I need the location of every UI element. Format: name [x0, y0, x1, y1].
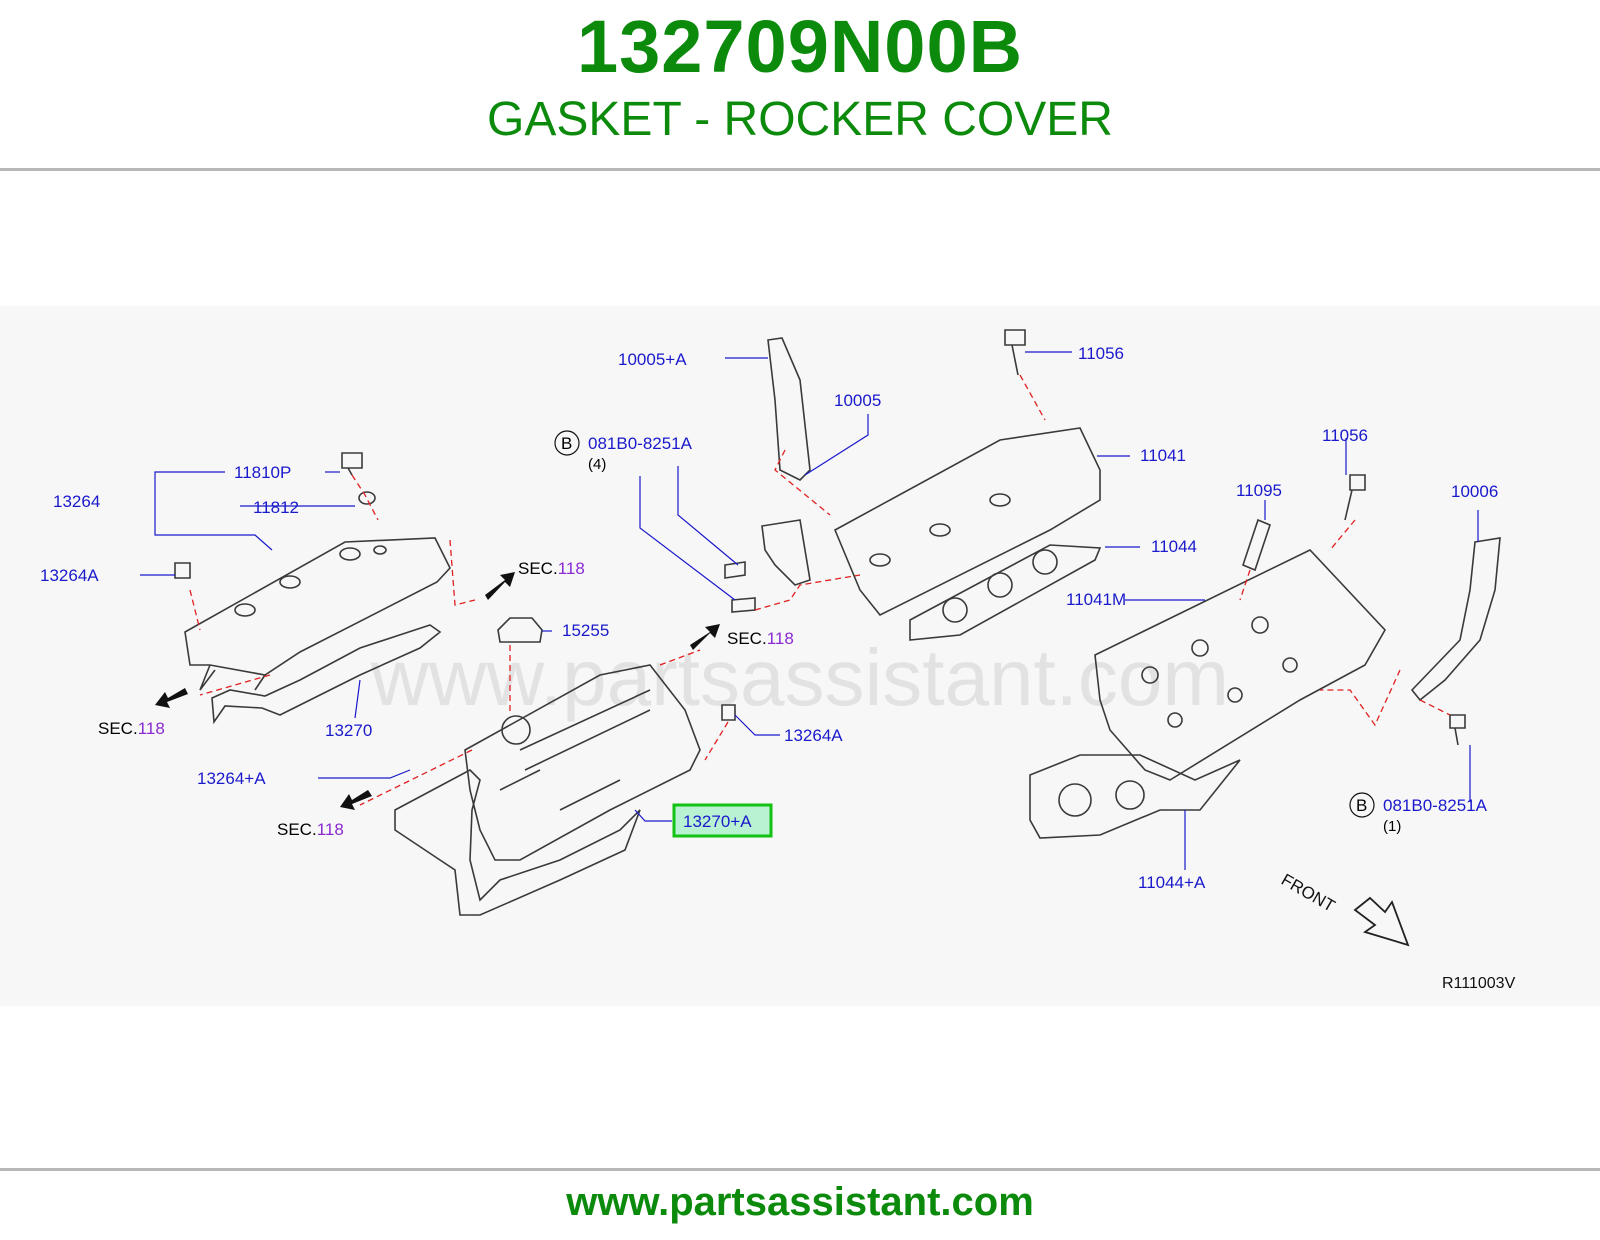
bolt-marker-1: B	[561, 434, 572, 453]
callout-13264: 13264	[53, 492, 100, 511]
part-drawings	[174, 329, 1501, 916]
sec-label-2: SEC.118	[727, 629, 794, 648]
parts-diagram: www.partsassistant.com	[0, 306, 1600, 1006]
part-11810p	[341, 452, 363, 476]
callout-11041: 11041	[1140, 446, 1186, 465]
rocker-cover-left	[184, 537, 451, 691]
oil-cap	[497, 617, 543, 643]
dowel-11095	[1242, 518, 1271, 572]
header-divider	[0, 168, 1600, 171]
part-name: GASKET - ROCKER COVER	[487, 93, 1113, 146]
bolt-11056-top	[1004, 329, 1026, 376]
sec-label-1: SEC.118	[518, 559, 585, 578]
callout-15255: 15255	[562, 621, 609, 640]
bolt-13264a-left	[174, 562, 191, 579]
callout-13270: 13270	[325, 721, 372, 740]
page-header: 132709N00B GASKET - ROCKER COVER	[0, 0, 1600, 168]
callout-13270plusa: 13270+A	[683, 812, 752, 831]
callout-10005a: 10005+A	[618, 350, 687, 369]
callout-qty-1: (1)	[1383, 818, 1401, 835]
figure-code: R111003V	[1442, 975, 1516, 992]
footer-divider	[0, 1168, 1600, 1171]
callout-13264plusa: 13264+A	[197, 769, 266, 788]
callout-11812: 11812	[253, 498, 299, 517]
bolt-marker-circle-2	[1349, 792, 1375, 818]
front-arrow	[1353, 896, 1410, 947]
sec-arrows	[155, 572, 720, 810]
callout-13264a-right: 13264A	[784, 726, 843, 745]
callout-qty-4: (4)	[588, 456, 606, 473]
connector-lines	[189, 374, 1451, 806]
bracket-10005a	[761, 519, 811, 586]
leader-lines	[140, 351, 1479, 870]
callout-11041m: 11041M	[1066, 590, 1126, 609]
bolt-11056-right	[1344, 474, 1366, 521]
callout-11810p: 11810P	[234, 463, 291, 482]
callout-10005: 10005	[834, 391, 881, 410]
svg-text:SEC.118: SEC.118	[98, 719, 165, 738]
bolt-081b0-right	[1449, 714, 1466, 746]
oil-filler-neck	[501, 715, 531, 745]
bolt-13264a-right	[721, 704, 736, 721]
gasket-13270	[211, 624, 442, 725]
part-number: 132709N00B	[576, 5, 1024, 88]
callout-11044: 11044	[1151, 537, 1197, 556]
sec-arrow-4	[340, 790, 372, 810]
part-11812	[358, 491, 376, 505]
cylinder-head-11041m	[1094, 549, 1386, 781]
callout-11056-top: 11056	[1078, 344, 1124, 363]
callout-11056-right: 11056	[1322, 426, 1368, 445]
callout-081b0-8251a-right: 081B0-8251A	[1383, 796, 1488, 815]
callout-11044plusa: 11044+A	[1138, 873, 1206, 892]
diagram-panel	[0, 306, 1600, 1006]
head-gasket-11044a	[1029, 754, 1241, 839]
footer-url[interactable]: www.partsassistant.com	[566, 1180, 1034, 1224]
svg-text:SEC.118: SEC.118	[727, 629, 794, 648]
sec-arrow-3	[155, 688, 188, 708]
svg-text:SEC.118: SEC.118	[518, 559, 585, 578]
cylinder-head-11041	[833, 427, 1101, 617]
bolt-marker-2: B	[1356, 796, 1367, 815]
head-gasket-11044	[909, 544, 1102, 641]
highlight-box	[672, 803, 773, 838]
callout-13264a-left: 13264A	[40, 566, 99, 585]
callout-081b0-8251a-left: 081B0-8251A	[588, 434, 693, 453]
callout-10006: 10006	[1451, 482, 1498, 501]
watermark: www.partsassistant.com	[370, 633, 1229, 722]
gasket-13270a	[394, 769, 641, 916]
sec-arrow-2	[690, 624, 720, 650]
sec-label-4: SEC.118	[277, 820, 344, 839]
bolt-marker-circle-1	[554, 430, 580, 456]
sec-arrow-1	[485, 572, 515, 600]
rocker-cover-right	[464, 664, 701, 861]
sec-label-3: SEC.118	[98, 719, 165, 738]
svg-text:SEC.118: SEC.118	[277, 820, 344, 839]
callout-11095: 11095	[1236, 481, 1282, 500]
bracket-10006	[1410, 537, 1501, 702]
